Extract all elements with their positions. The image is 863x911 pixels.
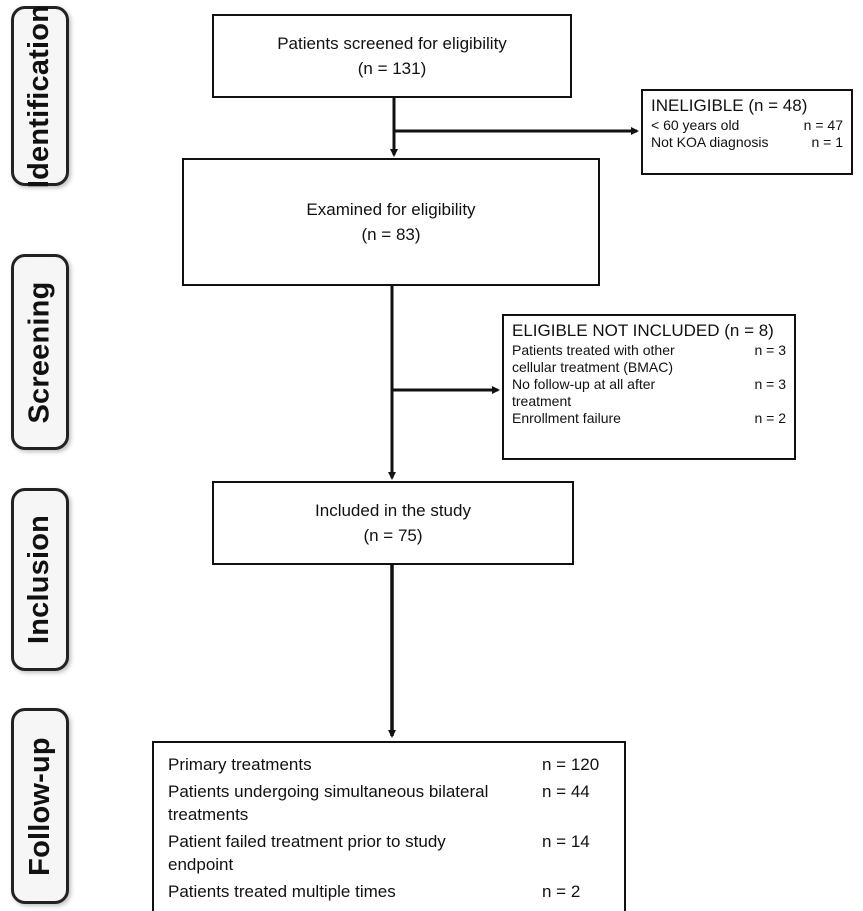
screened-text: Patients screened for eligibility [277, 34, 507, 53]
follow-up-box: Primary treatments n = 120 Patients unde… [152, 741, 626, 911]
eligible-not-included-item: Patients treated with other cellular tre… [512, 342, 786, 376]
eligible-not-included-item-value: n = 3 [754, 376, 786, 392]
included-box: Included in the study (n = 75) [212, 481, 574, 565]
screened-box: Patients screened for eligibility (n = 1… [212, 14, 572, 98]
examined-box: Examined for eligibility (n = 83) [182, 158, 600, 286]
screened-count: (n = 131) [357, 59, 427, 78]
eligible-not-included-item-label: Enrollment failure [512, 410, 621, 426]
stage-follow-up-label: Follow-up [23, 736, 56, 876]
stage-identification: Identification [11, 4, 69, 188]
ineligible-item-value: n = 1 [811, 134, 843, 150]
follow-up-item-label: Patient failed treatment prior to study … [168, 832, 446, 874]
follow-up-item-value: n = 44 [542, 782, 590, 801]
eligible-not-included-box: ELIGIBLE NOT INCLUDED (n = 8) Patients t… [502, 314, 796, 460]
eligible-not-included-item-label: Patients treated with other cellular tre… [512, 342, 675, 375]
eligible-not-included-item-value: n = 3 [754, 342, 786, 358]
follow-up-item: Patients treated multiple times n = 2 [168, 880, 610, 903]
stage-follow-up: Follow-up [11, 708, 69, 904]
follow-up-item: Patient failed treatment prior to study … [168, 830, 610, 876]
stage-screening-label: Screening [23, 280, 56, 424]
examined-count: (n = 83) [361, 225, 421, 244]
follow-up-item-label: Primary treatments [168, 755, 312, 774]
included-count: (n = 75) [363, 526, 423, 545]
eligible-not-included-item-label: No follow-up at all after treatment [512, 376, 656, 409]
follow-up-item-value: n = 120 [542, 755, 600, 774]
ineligible-item: Not KOA diagnosis n = 1 [651, 134, 843, 151]
stage-identification-label: Identification [23, 4, 56, 188]
eligible-not-included-title: ELIGIBLE NOT INCLUDED (n = 8) [512, 321, 774, 340]
eligible-not-included-item-value: n = 2 [754, 410, 786, 426]
ineligible-item-label: Not KOA diagnosis [651, 134, 769, 150]
ineligible-box: INELIGIBLE (n = 48) < 60 years old n = 4… [641, 89, 853, 175]
follow-up-item-label: Patients treated multiple times [168, 882, 396, 901]
ineligible-item: < 60 years old n = 47 [651, 117, 843, 134]
stage-inclusion-label: Inclusion [23, 514, 56, 645]
ineligible-title: INELIGIBLE (n = 48) [651, 96, 808, 115]
stage-inclusion: Inclusion [11, 488, 69, 671]
included-text: Included in the study [315, 501, 471, 520]
follow-up-item: Primary treatments n = 120 [168, 753, 610, 776]
follow-up-item-value: n = 14 [542, 832, 590, 851]
follow-up-item-value: n = 2 [542, 882, 581, 901]
eligible-not-included-item: No follow-up at all after treatment n = … [512, 376, 786, 410]
ineligible-item-label: < 60 years old [651, 117, 740, 133]
follow-up-item-label: Patients undergoing simultaneous bilater… [168, 782, 489, 824]
ineligible-item-value: n = 47 [803, 117, 843, 133]
follow-up-item: Patients undergoing simultaneous bilater… [168, 780, 610, 826]
examined-text: Examined for eligibility [306, 200, 476, 219]
eligible-not-included-item: Enrollment failure n = 2 [512, 410, 786, 427]
stage-screening: Screening [11, 254, 69, 450]
